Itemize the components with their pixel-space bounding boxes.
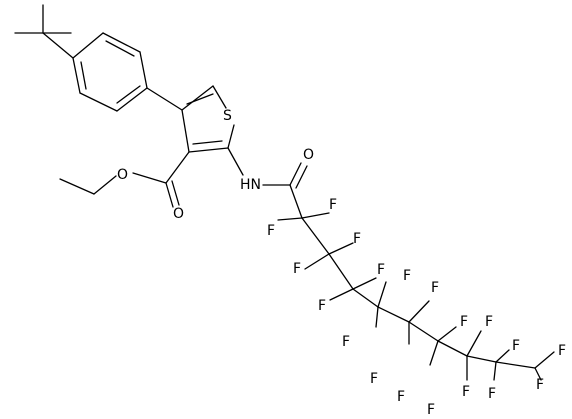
bond: [116, 85, 141, 104]
fluorine-label: F: [403, 268, 411, 284]
bond: [132, 172, 167, 184]
bond: [80, 61, 87, 90]
fluorine-label: F: [536, 377, 544, 393]
bond: [301, 212, 330, 219]
bond: [171, 180, 180, 206]
bond: [377, 306, 410, 323]
bond: [227, 124, 235, 149]
bond: [227, 147, 244, 176]
bond: [352, 277, 377, 290]
bond: [72, 57, 81, 94]
bond: [534, 351, 555, 369]
fluorine-label: F: [397, 389, 405, 405]
bond: [375, 306, 379, 328]
amide-oxygen-label: O: [303, 147, 314, 163]
bond: [495, 361, 536, 369]
bond: [165, 182, 174, 208]
bond: [165, 151, 190, 184]
bond: [72, 32, 104, 59]
bond: [289, 184, 303, 219]
bond: [116, 87, 148, 112]
fluorine-label: F: [485, 314, 493, 330]
bond: [437, 326, 457, 342]
fluorine-label: F: [558, 343, 566, 359]
bond: [408, 300, 430, 323]
atom-labels: S HN O O O F F F F F F F F F F F F F F F…: [117, 108, 566, 418]
bond: [466, 355, 497, 363]
bond: [93, 175, 117, 195]
fluorine-label: F: [342, 334, 350, 350]
bond: [495, 349, 510, 363]
bond: [304, 253, 330, 270]
bond: [408, 321, 439, 342]
fluorine-label: F: [370, 371, 378, 387]
ester-oxygen-label: O: [117, 167, 128, 183]
fluorine-label: F: [318, 298, 326, 314]
bond: [277, 217, 303, 221]
bond: [79, 92, 118, 112]
fluorine-label: F: [488, 386, 496, 402]
fluorine-label: F: [512, 338, 520, 354]
bond: [301, 217, 330, 255]
bond: [493, 361, 497, 381]
bond: [289, 162, 302, 186]
fluorine-label: F: [427, 402, 435, 418]
bond: [105, 40, 135, 57]
bond: [42, 32, 74, 59]
bond: [295, 165, 308, 189]
bond: [59, 178, 95, 195]
bond: [181, 85, 214, 111]
bond: [328, 242, 354, 255]
bond: [329, 288, 354, 301]
bond: [188, 147, 229, 153]
fluorine-label: F: [329, 197, 337, 213]
bond: [146, 87, 183, 111]
bond: [328, 253, 354, 290]
fluorine-label: F: [431, 280, 439, 296]
bond: [186, 93, 214, 105]
fluorine-label: F: [460, 314, 468, 330]
bond: [466, 330, 482, 357]
bond: [352, 288, 379, 308]
bond: [181, 109, 190, 153]
nh-label: HN: [240, 177, 261, 193]
fluorine-label: F: [353, 231, 361, 247]
bond: [437, 340, 468, 357]
bond: [102, 32, 141, 53]
bond: [377, 281, 387, 308]
fluorine-label: F: [462, 384, 470, 400]
fluorine-label: F: [293, 261, 301, 277]
bond: [212, 85, 227, 109]
sulfur-atom-label: S: [223, 108, 232, 124]
bonds: [14, 4, 555, 381]
carbonyl-oxygen-label: O: [173, 206, 184, 222]
bond: [139, 51, 148, 89]
fluorine-label: F: [267, 223, 275, 239]
bond: [534, 367, 542, 381]
fluorine-label: F: [377, 262, 385, 278]
bond: [192, 140, 223, 145]
bond: [429, 340, 439, 366]
